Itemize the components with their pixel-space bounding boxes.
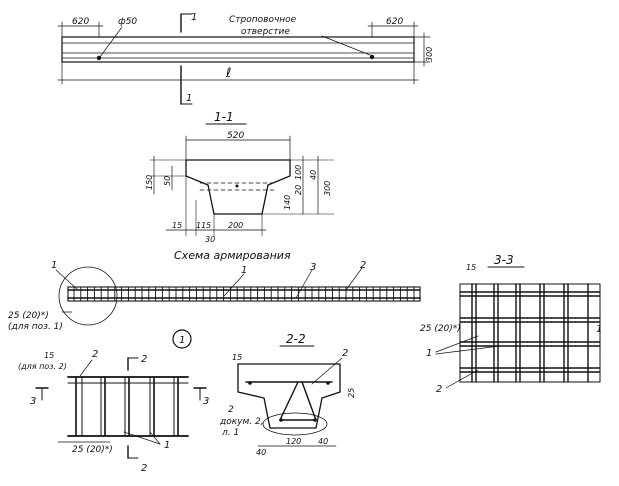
dim-25-s2: 25: [347, 388, 356, 398]
dim-20-a: 20: [294, 185, 303, 195]
cover-s3: 25 (20)*): [420, 324, 461, 334]
cage-stirrups: [73, 286, 415, 302]
section-2-2-title: 2-2: [286, 332, 306, 346]
dim-100: 100: [294, 165, 303, 180]
pos-2-s3: 2: [436, 384, 442, 395]
leader-line: [321, 35, 371, 56]
dim-50: 50: [163, 176, 172, 186]
section-mark-top: 1: [191, 12, 197, 23]
sling-hole-right: [369, 54, 375, 60]
section-mark-bottom: 1: [186, 93, 192, 104]
rebar-callout-ellipse: [262, 412, 328, 436]
note-for-pos-1: (для поз. 1): [8, 322, 63, 332]
reinforcement-scheme: Схема армирования 1 1 3 2 25 (20)*) (для…: [8, 249, 421, 332]
detail-1-circle: [172, 329, 192, 349]
detail-callout-circle: [58, 266, 118, 326]
dim-140: 140: [283, 195, 292, 210]
pos-3-label: 3: [310, 262, 316, 273]
section-1-1: 1-1 520 150 50 100 20 40 140 300 1: [145, 110, 335, 244]
pos-2-detail: 2: [92, 349, 98, 360]
dim-150: 150: [145, 175, 154, 190]
pos-1-detail: 1: [164, 440, 170, 451]
section-3-outline: [459, 283, 601, 383]
dim-115: 115: [196, 221, 211, 230]
dim-620-left: 620: [72, 17, 89, 27]
hole-diameter-label: ф50: [118, 17, 137, 27]
section-3-3-title: 3-3: [494, 253, 514, 267]
cover-detail: 25 (20)*): [72, 445, 113, 455]
pos-2-s2: 2: [342, 348, 348, 359]
beam-outline: [61, 36, 415, 63]
mesh-grid: [459, 283, 601, 383]
section-2-mark-top: 2: [141, 354, 147, 365]
dim-15-s2: 15: [232, 353, 242, 362]
dim-15-detail: 15: [44, 351, 54, 360]
dim-30: 30: [205, 235, 215, 244]
cover-25-20: 25 (20)*): [8, 311, 49, 321]
pos-1-label-left: 1: [51, 260, 57, 271]
reinforcement-title: Схема армирования: [174, 249, 291, 262]
dim-300: 300: [323, 181, 332, 196]
dim-40-a: 40: [256, 448, 266, 457]
detail-1: 1 15 (для поз. 2) 2 2 2 3 3 25 (2: [18, 329, 209, 474]
note-for-pos-2: (для поз. 2): [18, 362, 67, 371]
section-3-mark-right: 3: [203, 396, 209, 407]
pos-2-label: 2: [360, 260, 366, 271]
pos-1-label: 1: [241, 265, 247, 276]
length-label: ℓ: [225, 66, 231, 81]
dim-120: 120: [286, 437, 301, 446]
dim-15-s3: 15: [466, 263, 476, 272]
section-3-mark-left: 3: [30, 396, 36, 407]
detail-1-number: 1: [179, 335, 185, 346]
pos-1-s3: 1: [426, 348, 432, 359]
section-1-1-title: 1-1: [214, 110, 234, 124]
section-3-3: 3-3 15 25 (20)*) 1 2 1: [420, 253, 602, 395]
dim-15: 15: [172, 221, 182, 230]
dim-200: 200: [228, 221, 243, 230]
section-2-mark-bottom: 2: [141, 463, 147, 474]
dim-40: 40: [309, 170, 318, 180]
dim-520: 520: [227, 131, 244, 141]
dim-40-b: 40: [318, 437, 328, 446]
section-2-outline: [237, 363, 341, 429]
pos-1-s3-right: 1: [596, 324, 602, 335]
leader-line: [99, 26, 123, 58]
dim-620-right: 620: [386, 17, 403, 27]
dim-300-height: 300: [425, 47, 434, 62]
